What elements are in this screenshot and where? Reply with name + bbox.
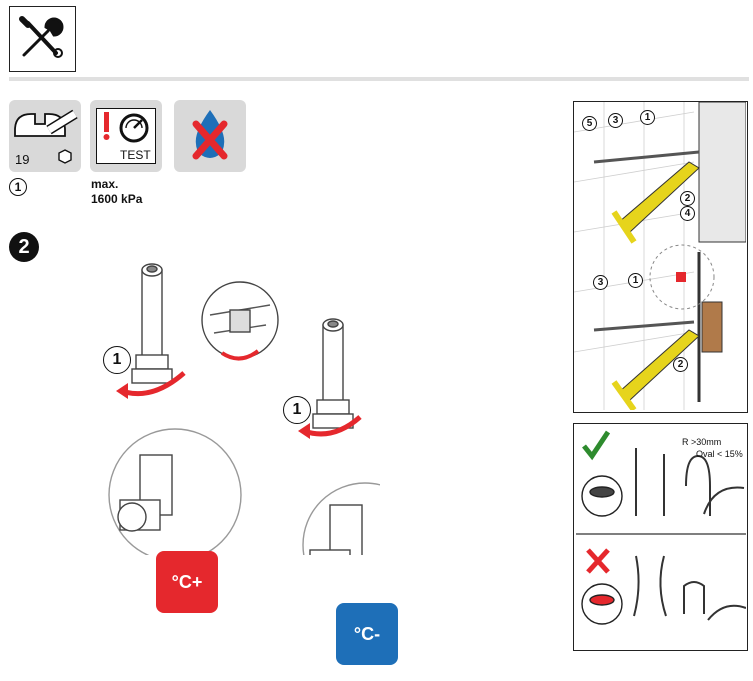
cold-water-symbol: °C- xyxy=(353,623,381,644)
cold-water-badge: °C- xyxy=(336,603,398,665)
mount-label-5: 5 xyxy=(582,116,597,131)
pressure-max-label: max. xyxy=(91,177,119,191)
no-water-icon xyxy=(192,110,228,160)
hot-water-badge: °C+ xyxy=(156,551,218,613)
hose-oval-label: Oval < 15% xyxy=(696,449,743,459)
wrench-size-label: 19 xyxy=(15,152,30,167)
header-tools-box xyxy=(9,6,76,72)
mounting-illustration xyxy=(573,101,747,412)
hot-water-symbol: °C+ xyxy=(171,571,203,592)
step2-number: 2 xyxy=(18,235,30,258)
mount-label-3: 3 xyxy=(608,113,623,128)
step2-marker: 2 xyxy=(9,232,39,262)
check-icon xyxy=(582,430,611,461)
mount-label-2: 2 xyxy=(680,191,695,206)
step1-marker: 1 xyxy=(9,178,27,196)
cross-icon xyxy=(586,548,610,574)
wrench-screwdriver-icon xyxy=(19,16,64,58)
wrench-icon xyxy=(14,109,78,164)
no-water-tile xyxy=(174,100,246,172)
mount-label-1: 1 xyxy=(640,110,655,125)
mount-label-lower-1: 1 xyxy=(628,273,643,288)
hose-illustration xyxy=(576,430,747,625)
hose-guidelines-panel: R >30mm Oval < 15% xyxy=(573,423,748,651)
pressure-value-label: 1600 kPa xyxy=(91,192,143,206)
mount-label-lower-3: 3 xyxy=(593,275,608,290)
wall-mounting-panel xyxy=(573,101,748,413)
hose-radius-label: R >30mm xyxy=(682,437,722,447)
pressure-test-tile: TEST xyxy=(90,100,162,172)
step2-callout-left: 1 xyxy=(103,346,131,374)
step2-callout-right: 1 xyxy=(283,396,311,424)
header-divider xyxy=(9,77,749,81)
mount-label-lower-2: 2 xyxy=(673,357,688,372)
mount-label-4: 4 xyxy=(680,206,695,221)
valve-assembly-illustration xyxy=(108,263,380,555)
wrench-tile: 19 xyxy=(9,100,81,172)
test-label: TEST xyxy=(120,148,151,162)
pressure-gauge-icon xyxy=(103,112,149,143)
